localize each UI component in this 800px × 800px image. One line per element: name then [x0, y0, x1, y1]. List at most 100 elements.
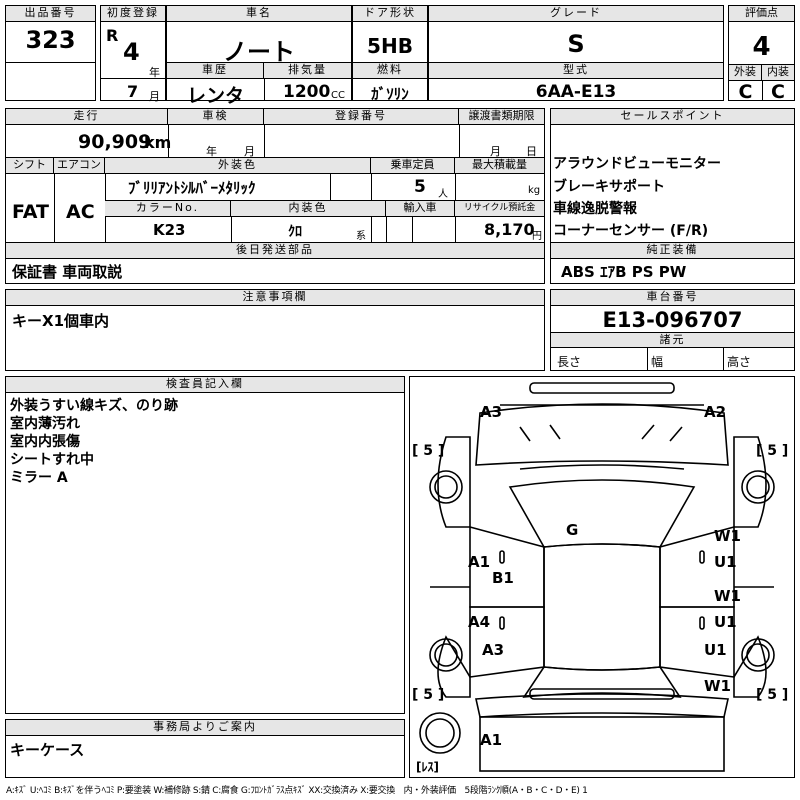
mark-a2-top: A2 [704, 403, 726, 421]
windshield [508, 479, 696, 548]
tire-depth-rear-left: [ 5 ] [412, 687, 444, 703]
door-box: ドア形状 5HB 燃料 ｶﾞｿﾘﾝ [352, 5, 428, 103]
mark-w1-a: W1 [714, 527, 741, 545]
mark-g: G [566, 521, 578, 539]
ac-label: エアコン [54, 158, 105, 174]
reg-month: 7 [127, 82, 139, 101]
notes-text: キーX1個車内 [12, 312, 110, 330]
legend: A:ｷｽﾞ U:ﾍｺﾐ B:ｷｽﾞを伴うﾍｺﾐ P:要塗装 W:補修跡 S:錆 … [6, 786, 588, 796]
genuine-equipment: ABS ｴｱB PS PW [561, 263, 687, 281]
car-diagram: A3 A2 G A1 B1 A4 A3 W1 U1 W1 U1 U1 W1 A1… [412, 382, 788, 774]
capacity: 5 [414, 177, 426, 197]
capacity-label: 乗車定員 [371, 158, 455, 174]
import-label: 輸入車 [386, 201, 455, 217]
sales-point-2: ブレーキサポート [553, 179, 665, 195]
car-name-label: 車名 [167, 6, 351, 22]
person-unit: 人 [438, 189, 448, 200]
mark-w1-b: W1 [714, 587, 741, 605]
office-label: 事務局よりご案内 [6, 720, 404, 736]
spare-tire-label: [ﾚｽ] [416, 760, 439, 774]
rear-right-fender [733, 635, 767, 698]
fuel: ｶﾞｿﾘﾝ [371, 85, 409, 103]
inspector-line-1: 外装うすい線キズ、のり跡 [10, 398, 178, 414]
mark-a1-bottom: A1 [480, 731, 502, 749]
inspection-label: 車検 [168, 109, 264, 125]
mark-a3-top: A3 [480, 403, 502, 421]
car-diagram-box: A3 A2 G A1 B1 A4 A3 W1 U1 W1 U1 U1 W1 A1… [409, 376, 795, 778]
shift: FAT [12, 201, 49, 223]
office-text: キーケース [10, 741, 85, 759]
inspector-label: 検査員記入欄 [6, 377, 404, 393]
tire-rear-right [741, 638, 775, 672]
spec-label: 諸元 [551, 333, 794, 348]
recycle-label: リサイクル預託金 [455, 201, 544, 217]
lot-box: 出品番号 323 [5, 5, 96, 101]
door-label: ドア形状 [353, 6, 427, 22]
mileage: 90,909 [78, 131, 152, 153]
inspection-year-unit: 年 [206, 145, 217, 158]
inspector-line-4: シートすれ中 [10, 452, 94, 468]
roof [543, 543, 661, 671]
later-parts: 保証書 車両取説 [12, 263, 123, 281]
reg-no-label: 登録番号 [264, 109, 459, 125]
displacement-label: 排気量 [264, 63, 351, 79]
transfer-month-unit: 月 [490, 145, 501, 158]
mark-a4: A4 [468, 613, 490, 631]
yen-unit: 円 [532, 231, 542, 242]
tire-depth-rear-right: [ 5 ] [756, 687, 788, 703]
vehicle-info-box: 走行 車検 登録番号 譲渡書類期限 90,909 km 年 月 月 日 シフト … [5, 108, 545, 284]
inspector-line-2: 室内薄汚れ [10, 416, 80, 432]
height-label: 高さ [727, 355, 752, 369]
tire-depth-front-right: [ 5 ] [756, 443, 788, 459]
hood [475, 403, 729, 466]
chassis-box: 車台番号 E13-096707 諸元 長さ 幅 高さ [550, 289, 795, 371]
color-label: 外装色 [105, 158, 371, 174]
tailgate [475, 693, 729, 718]
mark-b1: B1 [492, 569, 514, 587]
tire-front-right [741, 470, 775, 504]
tire-front-left [429, 470, 463, 504]
era: R [106, 26, 119, 45]
score-label: 評価点 [729, 6, 794, 22]
cc-unit: CC [331, 90, 345, 101]
score: 4 [752, 32, 771, 62]
inspector-box: 検査員記入欄 外装うすい線キズ、のり跡 室内薄汚れ 室内内張傷 シートすれ中 ミ… [5, 376, 405, 714]
grade: S [567, 30, 585, 58]
mark-w1-c: W1 [704, 677, 731, 695]
ac: AC [66, 201, 95, 223]
door: 5HB [367, 34, 413, 58]
ext-label: 外装 [729, 65, 762, 81]
front-bumper [529, 382, 675, 394]
office-box: 事務局よりご案内 キーケース [5, 719, 405, 778]
notes-label: 注意事項欄 [6, 290, 544, 306]
sales-point-1: アラウンドビューモニター [553, 156, 721, 172]
history: レンタ [186, 85, 244, 107]
load-label: 最大積載量 [455, 158, 544, 174]
color-no: K23 [153, 221, 186, 239]
sales-point-4: コーナーセンサー (F/R) [553, 223, 709, 239]
sales-label: セールスポイント [551, 109, 794, 125]
first-reg-box: 初度登録 R 4 年 7 月 [100, 5, 166, 103]
tire-spare [419, 712, 461, 754]
mark-a3-left: A3 [482, 641, 504, 659]
model: 6AA-E13 [535, 82, 617, 102]
underbody [479, 716, 725, 772]
month-unit: 月 [149, 90, 160, 103]
mark-u1-b: U1 [714, 613, 737, 631]
mark-u1-c: U1 [704, 641, 727, 659]
mark-u1-a: U1 [714, 553, 737, 571]
lot-label: 出品番号 [6, 6, 95, 22]
kei-unit: 系 [356, 231, 366, 242]
mileage-label: 走行 [6, 109, 168, 125]
transfer-label: 譲渡書類期限 [459, 109, 544, 125]
mark-a1-left: A1 [468, 553, 490, 571]
grade-box: グレード S 型式 6AA-E13 [428, 5, 724, 102]
history-label: 車歴 [167, 63, 264, 79]
reg-year: 4 [123, 38, 140, 66]
rear-left-fender [437, 635, 471, 698]
genuine-label: 純正装備 [551, 243, 794, 259]
inspector-line-3: 室内内張傷 [10, 434, 80, 450]
front-left-fender [437, 436, 471, 528]
exterior-color: ﾌﾞﾘﾘｱﾝﾄｼﾙﾊﾞｰﾒﾀﾘｯｸ [128, 179, 256, 197]
car-name-box: 車名 ノート 車歴 排気量 レンタ 1200 CC [166, 5, 352, 107]
